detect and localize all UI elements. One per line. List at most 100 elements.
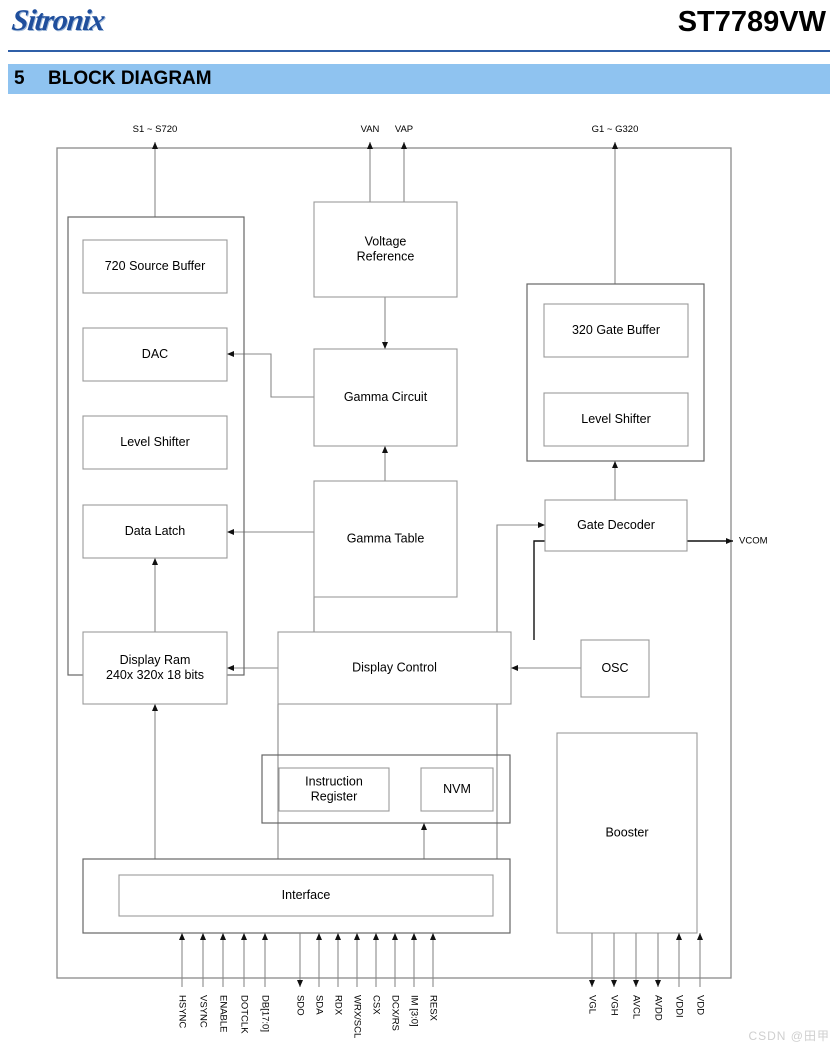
block-data-latch[interactable]: Data Latch <box>82 504 228 559</box>
pin-avdd[interactable]: AVDD <box>652 933 663 1021</box>
block-rect-level-shifter-gate <box>543 392 689 447</box>
wires <box>152 142 733 859</box>
block-label-instruction-register: Register <box>311 789 358 803</box>
block-label-gamma-table: Gamma Table <box>347 531 425 545</box>
block-label-gate-decoder: Gate Decoder <box>577 518 655 532</box>
watermark: CSDN @田甲 <box>748 1029 830 1043</box>
pin-vgl[interactable]: VGL <box>586 933 597 1014</box>
pin-csx[interactable]: CSX <box>370 933 381 1015</box>
block-label-level-shifter-gate: Level Shifter <box>581 412 650 426</box>
pin-db170[interactable]: DB[17:0] <box>259 933 270 1032</box>
block-interface-group[interactable] <box>82 858 511 934</box>
pin-im30[interactable]: IM [3:0] <box>408 933 419 1027</box>
pin-label: VGH <box>608 995 619 1016</box>
block-rect-display-ram <box>82 631 228 705</box>
block-label-nvm: NVM <box>443 782 471 796</box>
block-rect-gamma-table <box>313 480 458 598</box>
pin-hsync[interactable]: HSYNC <box>176 933 187 1028</box>
block-gamma-circuit[interactable]: Gamma Circuit <box>313 348 458 447</box>
block-rect-booster <box>556 732 698 934</box>
pin-vddi[interactable]: VDDI <box>673 933 684 1018</box>
block-label-source-buffer: 720 Source Buffer <box>105 259 206 273</box>
top-pin-label: VAP <box>395 124 413 135</box>
pin-avcl[interactable]: AVCL <box>630 933 641 1019</box>
top-labels-layer: S1 ~ S720 VAN VAP G1 ~ G320 <box>133 124 639 135</box>
pin-label: WRX/SCL <box>351 995 362 1038</box>
pin-wrxscl[interactable]: WRX/SCL <box>351 933 362 1038</box>
block-instruction-group[interactable] <box>261 754 511 824</box>
pin-label: RDX <box>332 995 343 1016</box>
pin-label: VGL <box>586 995 597 1014</box>
pin-vgh[interactable]: VGH <box>608 933 619 1016</box>
block-rect-level-shifter-src <box>82 415 228 470</box>
block-label-voltage-reference: Voltage <box>365 234 407 248</box>
block-rect-instruction-register <box>278 767 390 812</box>
part-number: ST7789VW <box>677 6 826 38</box>
bottom-pins-layer: HSYNC VSYNC ENABLE DOTCLK DB[17:0] SDO SDA RDX W… <box>176 933 705 1038</box>
header-divider <box>8 50 830 52</box>
block-label-interface: Interface <box>282 888 331 902</box>
pin-sdo[interactable]: SDO <box>294 933 305 1016</box>
block-gate-buffer[interactable]: 320 Gate Buffer <box>543 303 689 358</box>
pin-sda[interactable]: SDA <box>313 933 324 1015</box>
side-labels-layer: VCOM <box>739 536 768 547</box>
block-rect-nvm <box>420 767 494 812</box>
pin-label: DB[17:0] <box>259 995 270 1032</box>
block-label-gamma-circuit: Gamma Circuit <box>344 390 428 404</box>
top-pin-label: VAN <box>361 124 380 135</box>
pin-label: AVCL <box>630 995 641 1019</box>
section-number: 5 <box>14 68 25 89</box>
pin-rdx[interactable]: RDX <box>332 933 343 1016</box>
block-label-display-ram: Display Ram <box>120 653 191 667</box>
chip-boundary <box>56 147 732 979</box>
block-rect-voltage-reference <box>313 201 458 298</box>
block-label-instruction-register: Instruction <box>305 774 363 788</box>
pin-label: CSX <box>370 995 381 1015</box>
pin-enable[interactable]: ENABLE <box>217 933 228 1033</box>
block-osc[interactable]: OSC <box>580 639 650 698</box>
pin-label: IM [3:0] <box>408 995 419 1027</box>
block-level-shifter-src[interactable]: Level Shifter <box>82 415 228 470</box>
block-rect-interface <box>118 874 494 917</box>
block-display-control[interactable]: Display Control <box>277 631 512 705</box>
page-header: Sitronix ST7789VW <box>0 0 838 56</box>
block-level-shifter-gate[interactable]: Level Shifter <box>543 392 689 447</box>
block-rect-gate-group <box>526 283 705 462</box>
side-pin-label: VCOM <box>739 536 768 547</box>
pin-vdd[interactable]: VDD <box>694 933 705 1015</box>
block-interface[interactable]: Interface <box>118 874 494 917</box>
block-label-dac: DAC <box>142 347 168 361</box>
block-rect-data-latch <box>82 504 228 559</box>
block-source-buffer[interactable]: 720 Source Buffer <box>82 239 228 294</box>
section-heading-bar: 5 BLOCK DIAGRAM <box>8 64 830 94</box>
pin-label: VSYNC <box>197 995 208 1028</box>
block-gamma-table[interactable]: Gamma Table <box>313 480 458 598</box>
pin-dotclk[interactable]: DOTCLK <box>238 933 249 1034</box>
pin-label: DOTCLK <box>238 995 249 1034</box>
pin-label: HSYNC <box>176 995 187 1028</box>
top-pin-label: S1 ~ S720 <box>133 124 178 135</box>
block-label-display-ram: 240x 320x 18 bits <box>106 668 204 682</box>
block-rect-dac <box>82 327 228 382</box>
block-rect-display-control <box>277 631 512 705</box>
block-dac[interactable]: DAC <box>82 327 228 382</box>
pin-label: ENABLE <box>217 995 228 1033</box>
block-gate-decoder[interactable]: Gate Decoder <box>544 499 688 552</box>
pin-dcxrs[interactable]: DCX/RS <box>389 933 400 1031</box>
pin-label: VDD <box>694 995 705 1015</box>
block-label-data-latch: Data Latch <box>125 524 186 538</box>
pin-label: AVDD <box>652 995 663 1021</box>
block-booster[interactable]: Booster <box>556 732 698 934</box>
pin-vsync[interactable]: VSYNC <box>197 933 208 1028</box>
block-gate-group[interactable] <box>526 283 705 462</box>
top-pin-label: G1 ~ G320 <box>592 124 639 135</box>
block-nvm[interactable]: NVM <box>420 767 494 812</box>
block-label-osc: OSC <box>601 661 628 675</box>
pin-resx[interactable]: RESX <box>427 933 438 1022</box>
